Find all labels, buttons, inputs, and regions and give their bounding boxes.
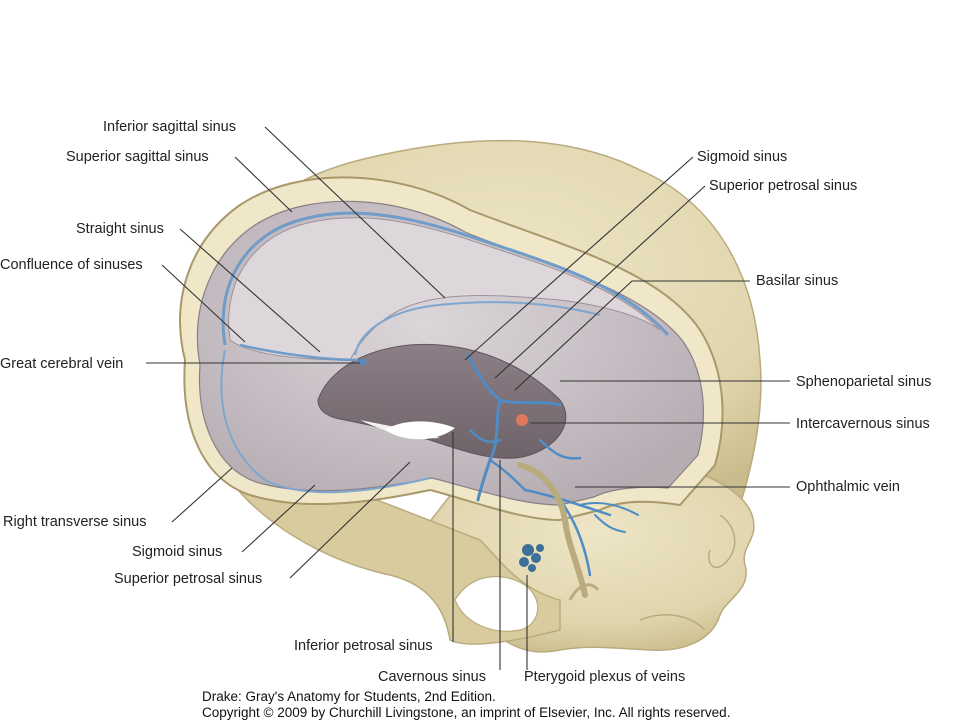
label-confluence-of-sinuses: Confluence of sinuses (0, 257, 143, 273)
label-sigmoid-sinus-left: Sigmoid sinus (132, 544, 223, 560)
label-superior-sagittal-sinus: Superior sagittal sinus (66, 149, 209, 165)
pterygoid-plexus (519, 544, 544, 572)
label-intercavernous-sinus: Intercavernous sinus (796, 416, 930, 432)
label-right-transverse-sinus: Right transverse sinus (3, 514, 147, 530)
leader-lines (146, 126, 790, 670)
label-superior-petrosal-sinus-left: Superior petrosal sinus (114, 571, 263, 587)
label-sphenoparietal-sinus: Sphenoparietal sinus (796, 374, 932, 390)
label-inferior-sagittal-sinus: Inferior sagittal sinus (103, 119, 236, 135)
falx-cerebri (228, 217, 661, 361)
label-ophthalmic-vein: Ophthalmic vein (796, 479, 900, 495)
label-great-cerebral-vein: Great cerebral vein (0, 356, 124, 372)
label-inferior-petrosal-sinus: Inferior petrosal sinus (294, 638, 433, 654)
label-straight-sinus: Straight sinus (76, 221, 164, 237)
credit-line-1: Drake: Gray's Anatomy for Students, 2nd … (202, 689, 496, 704)
label-cavernous-sinus: Cavernous sinus (378, 669, 486, 685)
label-sigmoid-sinus-right: Sigmoid sinus (697, 149, 788, 165)
credit-line-2: Copyright © 2009 by Churchill Livingston… (202, 705, 731, 720)
superior-sagittal-sinus-vessel (221, 211, 670, 346)
label-pterygoid-plexus: Pterygoid plexus of veins (524, 669, 686, 685)
label-superior-petrosal-sinus-right: Superior petrosal sinus (709, 178, 858, 194)
label-basilar-sinus: Basilar sinus (756, 273, 839, 289)
